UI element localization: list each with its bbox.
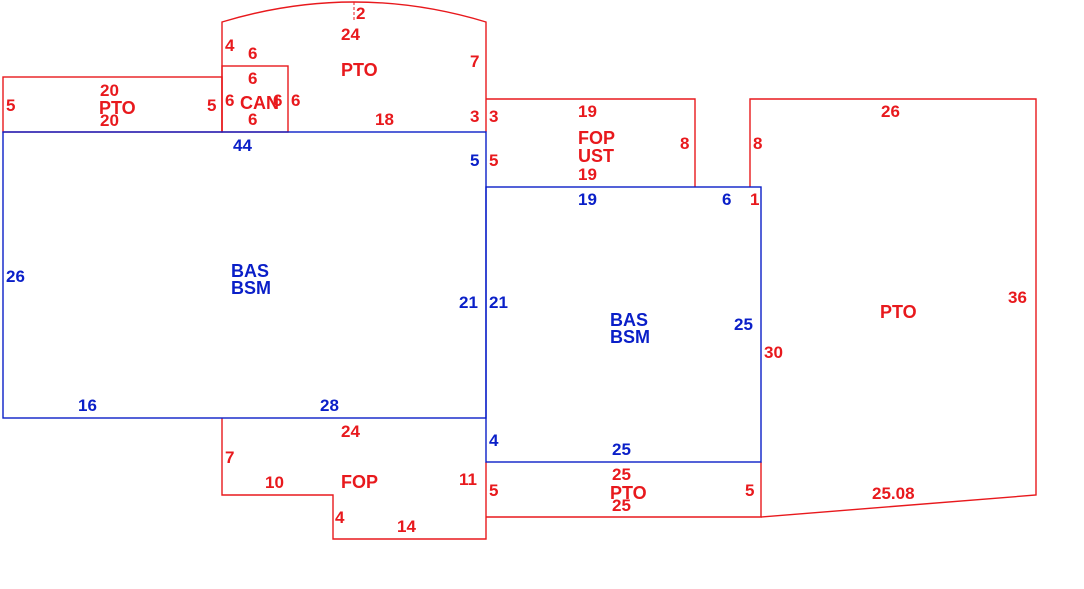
dim-label: 20 [100,81,119,100]
dim-label: 25.08 [872,484,915,503]
dim-label: 4 [225,36,235,55]
dim-label: 30 [764,343,783,362]
can-label: CAN [240,93,279,113]
dim-label: 6 [225,91,234,110]
dim-label: 5 [745,481,754,500]
dim-label: 3 [470,107,479,126]
dim-label: 26 [881,102,900,121]
dim-label: 21 [489,293,508,312]
dim-label: 21 [459,293,478,312]
dim-label: 26 [6,267,25,286]
dim-label: 6 [248,44,257,63]
dim-label: 6 [273,91,282,110]
bas-main-label-line1: BAS [231,261,269,281]
fop-ust-label-line1: FOP [578,128,615,148]
dim-label: 7 [225,448,234,467]
dim-label: 25 [612,465,631,484]
dim-label: 4 [335,508,345,527]
dim-label: 5 [207,96,216,115]
dim-label: 28 [320,396,339,415]
dim-label: 8 [680,134,689,153]
bas-right-outline [485,186,762,463]
dim-label: 36 [1008,288,1027,307]
dim-label: 6 [291,91,300,110]
dim-label: 19 [578,165,597,184]
pto-big-outline [749,98,1037,518]
dim-label: 6 [248,69,257,88]
bas-main-label-line2: BSM [231,278,271,298]
bas-right-label-line2: BSM [610,327,650,347]
fop-ust-outline [486,98,696,187]
dim-label: 19 [578,190,597,209]
dim-label: 25 [612,496,631,515]
fop-ust-label-line2: UST [578,146,614,166]
pto-bottom-label: PTO [610,483,647,503]
dim-label: 6 [722,190,731,209]
pto-bottom-outline [486,462,762,518]
dim-label: 5 [489,481,498,500]
dim-label: 4 [489,431,499,450]
dim-label: 25 [734,315,753,334]
dim-label: 20 [100,111,119,130]
pto-left-label: PTO [99,98,136,118]
dim-label: 25 [612,440,631,459]
dim-label: 44 [233,136,252,155]
dim-label: 6 [248,110,257,129]
dim-label: 19 [578,102,597,121]
fop-bottom-label: FOP [341,472,378,492]
dim-label: 11 [459,470,477,489]
fop-bottom-outline [221,418,487,540]
dim-label: 5 [489,151,498,170]
pto-big-label: PTO [880,302,917,322]
dim-label: 24 [341,25,360,44]
dim-label: 3 [489,107,498,126]
dim-label: 5 [470,151,479,170]
dim-label: 18 [375,110,394,129]
dim-label: 7 [470,52,479,71]
dim-label: 14 [397,517,416,536]
dim-label: 5 [6,96,15,115]
dim-label: 10 [265,473,284,492]
dim-label: 16 [78,396,97,415]
dim-label: 2 [356,4,365,23]
dim-label: 8 [753,134,762,153]
dim-label: 1 [750,190,759,209]
dim-label: 24 [341,422,360,441]
bas-right-label-line1: BAS [610,310,648,330]
pto-top-label: PTO [341,60,378,80]
